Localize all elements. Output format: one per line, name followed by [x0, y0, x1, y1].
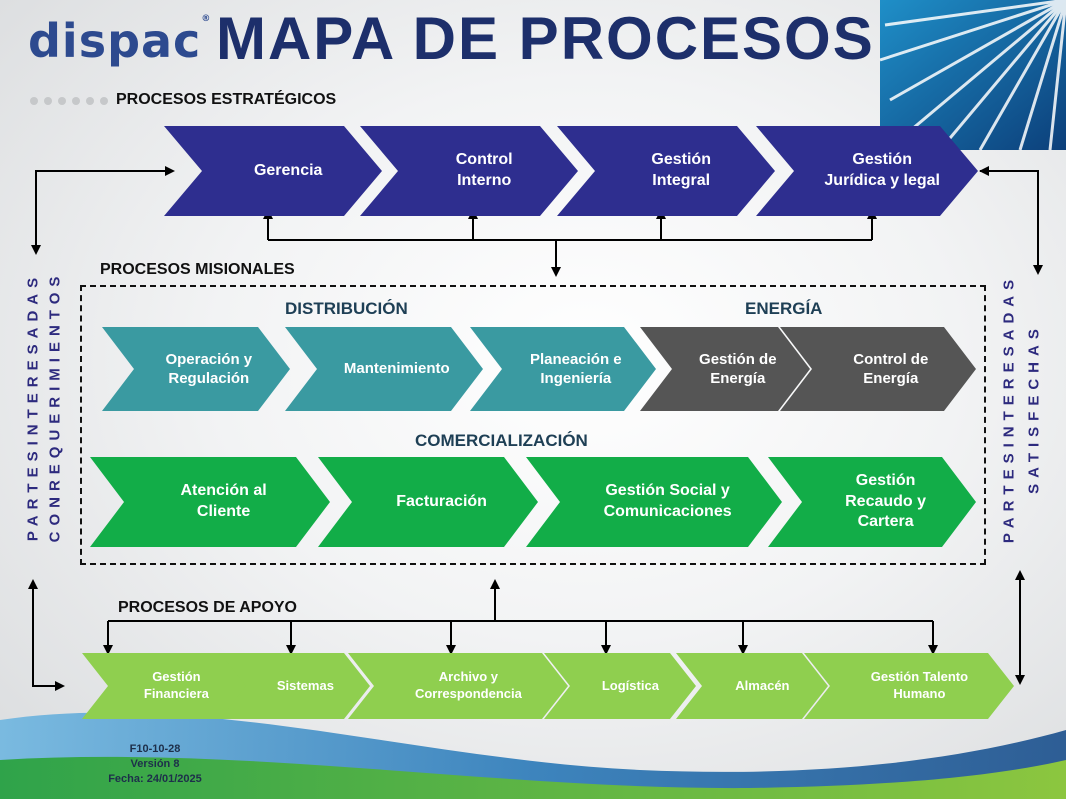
energy-process-2: Control de Energía [780, 327, 976, 411]
document-date: Fecha: 24/01/2025 [108, 773, 202, 785]
commercial-process-4: Gestión Recaudo y Cartera [768, 457, 976, 547]
commercial-process-label-2: Facturación [396, 492, 487, 510]
distribution-process-label-1: Operación y Regulación [165, 350, 253, 388]
distribution-process-2: Mantenimiento [285, 327, 483, 411]
support-process-label-2: Sistemas [276, 677, 334, 693]
page-title: MAPA DE PROCESOS [216, 5, 875, 72]
commercial-process-2: Facturación [318, 457, 538, 547]
document-version: Versión 8 [130, 758, 180, 770]
left-side-line-1: PARTESINTERESADAS [24, 271, 42, 542]
missional-processes-box [80, 285, 986, 565]
energy-process-label-2: Control de Energía [853, 350, 929, 388]
energy-process-label-1: Gestión de Energía [699, 350, 777, 388]
strategic-process-label-3: Gestión Integral [651, 151, 711, 189]
strategic-process-label-1: Gerencia [253, 161, 323, 179]
left-side-line-2: CONREQUERIMIENTOS [46, 270, 64, 543]
dispac-logo: dispac® [28, 14, 212, 68]
left-side-text: PARTESINTERESADAS CONREQUERIMIENTOS [14, 270, 64, 565]
distribution-label: DISTRIBUCIÓN [285, 299, 408, 318]
bottom-wave-green [0, 756, 1066, 799]
commercial-process-label-1: Atención al Cliente [180, 482, 267, 520]
document-footer: F10-10-28 Versión 8 Fecha: 24/01/2025 [80, 742, 230, 787]
right-side-line-1: PARTESINTERESADAS [1000, 273, 1018, 544]
support-process-label-4: Logística [601, 677, 659, 693]
strategic-process-label-4: Gestión Jurídica y legal [824, 151, 940, 189]
support-process-label-1: Gestión Financiera [143, 669, 209, 701]
missional-processes-label: PROCESOS MISIONALES [100, 261, 295, 278]
strategic-processes-label: PROCESOS ESTRATÉGICOS [116, 91, 337, 108]
support-process-label-5: Almacén [735, 677, 790, 693]
commercial-process-3: Gestión Social y Comunicaciones [526, 457, 782, 547]
commercial-process-1: Atención al Cliente [90, 457, 330, 547]
document-code: F10-10-28 [129, 743, 181, 755]
support-process-label-3: Archivo y Correspondencia [414, 669, 522, 701]
distribution-process-label-2: Mantenimiento [343, 360, 450, 378]
support-process-label-6: Gestión Talento Humano [870, 669, 969, 701]
support-process-3: Archivo y Correspondencia [348, 653, 568, 719]
dots-decoration [30, 97, 108, 105]
support-process-1: Gestión Financiera [82, 653, 250, 719]
right-side-text: PARTESINTERESADAS SATISFECHAS [995, 262, 1055, 557]
commercial-label: COMERCIALIZACIÓN [415, 431, 588, 450]
right-side-line-2: SATISFECHAS [1025, 323, 1043, 494]
commercial-process-label-3: Gestión Social y Comunicaciones [603, 482, 732, 520]
commercial-process-label-4: Gestión Recaudo y Cartera [845, 471, 927, 531]
support-process-6: Gestión Talento Humano [804, 653, 1014, 719]
strategic-process-4: Gestión Jurídica y legal [756, 126, 978, 216]
strategic-process-label-2: Control Interno [455, 151, 513, 189]
energy-label: ENERGÍA [745, 299, 823, 318]
distribution-process-label-3: Planeación e Ingeniería [529, 350, 622, 388]
sun-ray-corner [879, 0, 1066, 151]
support-processes-label: PROCESOS DE APOYO [118, 599, 297, 616]
